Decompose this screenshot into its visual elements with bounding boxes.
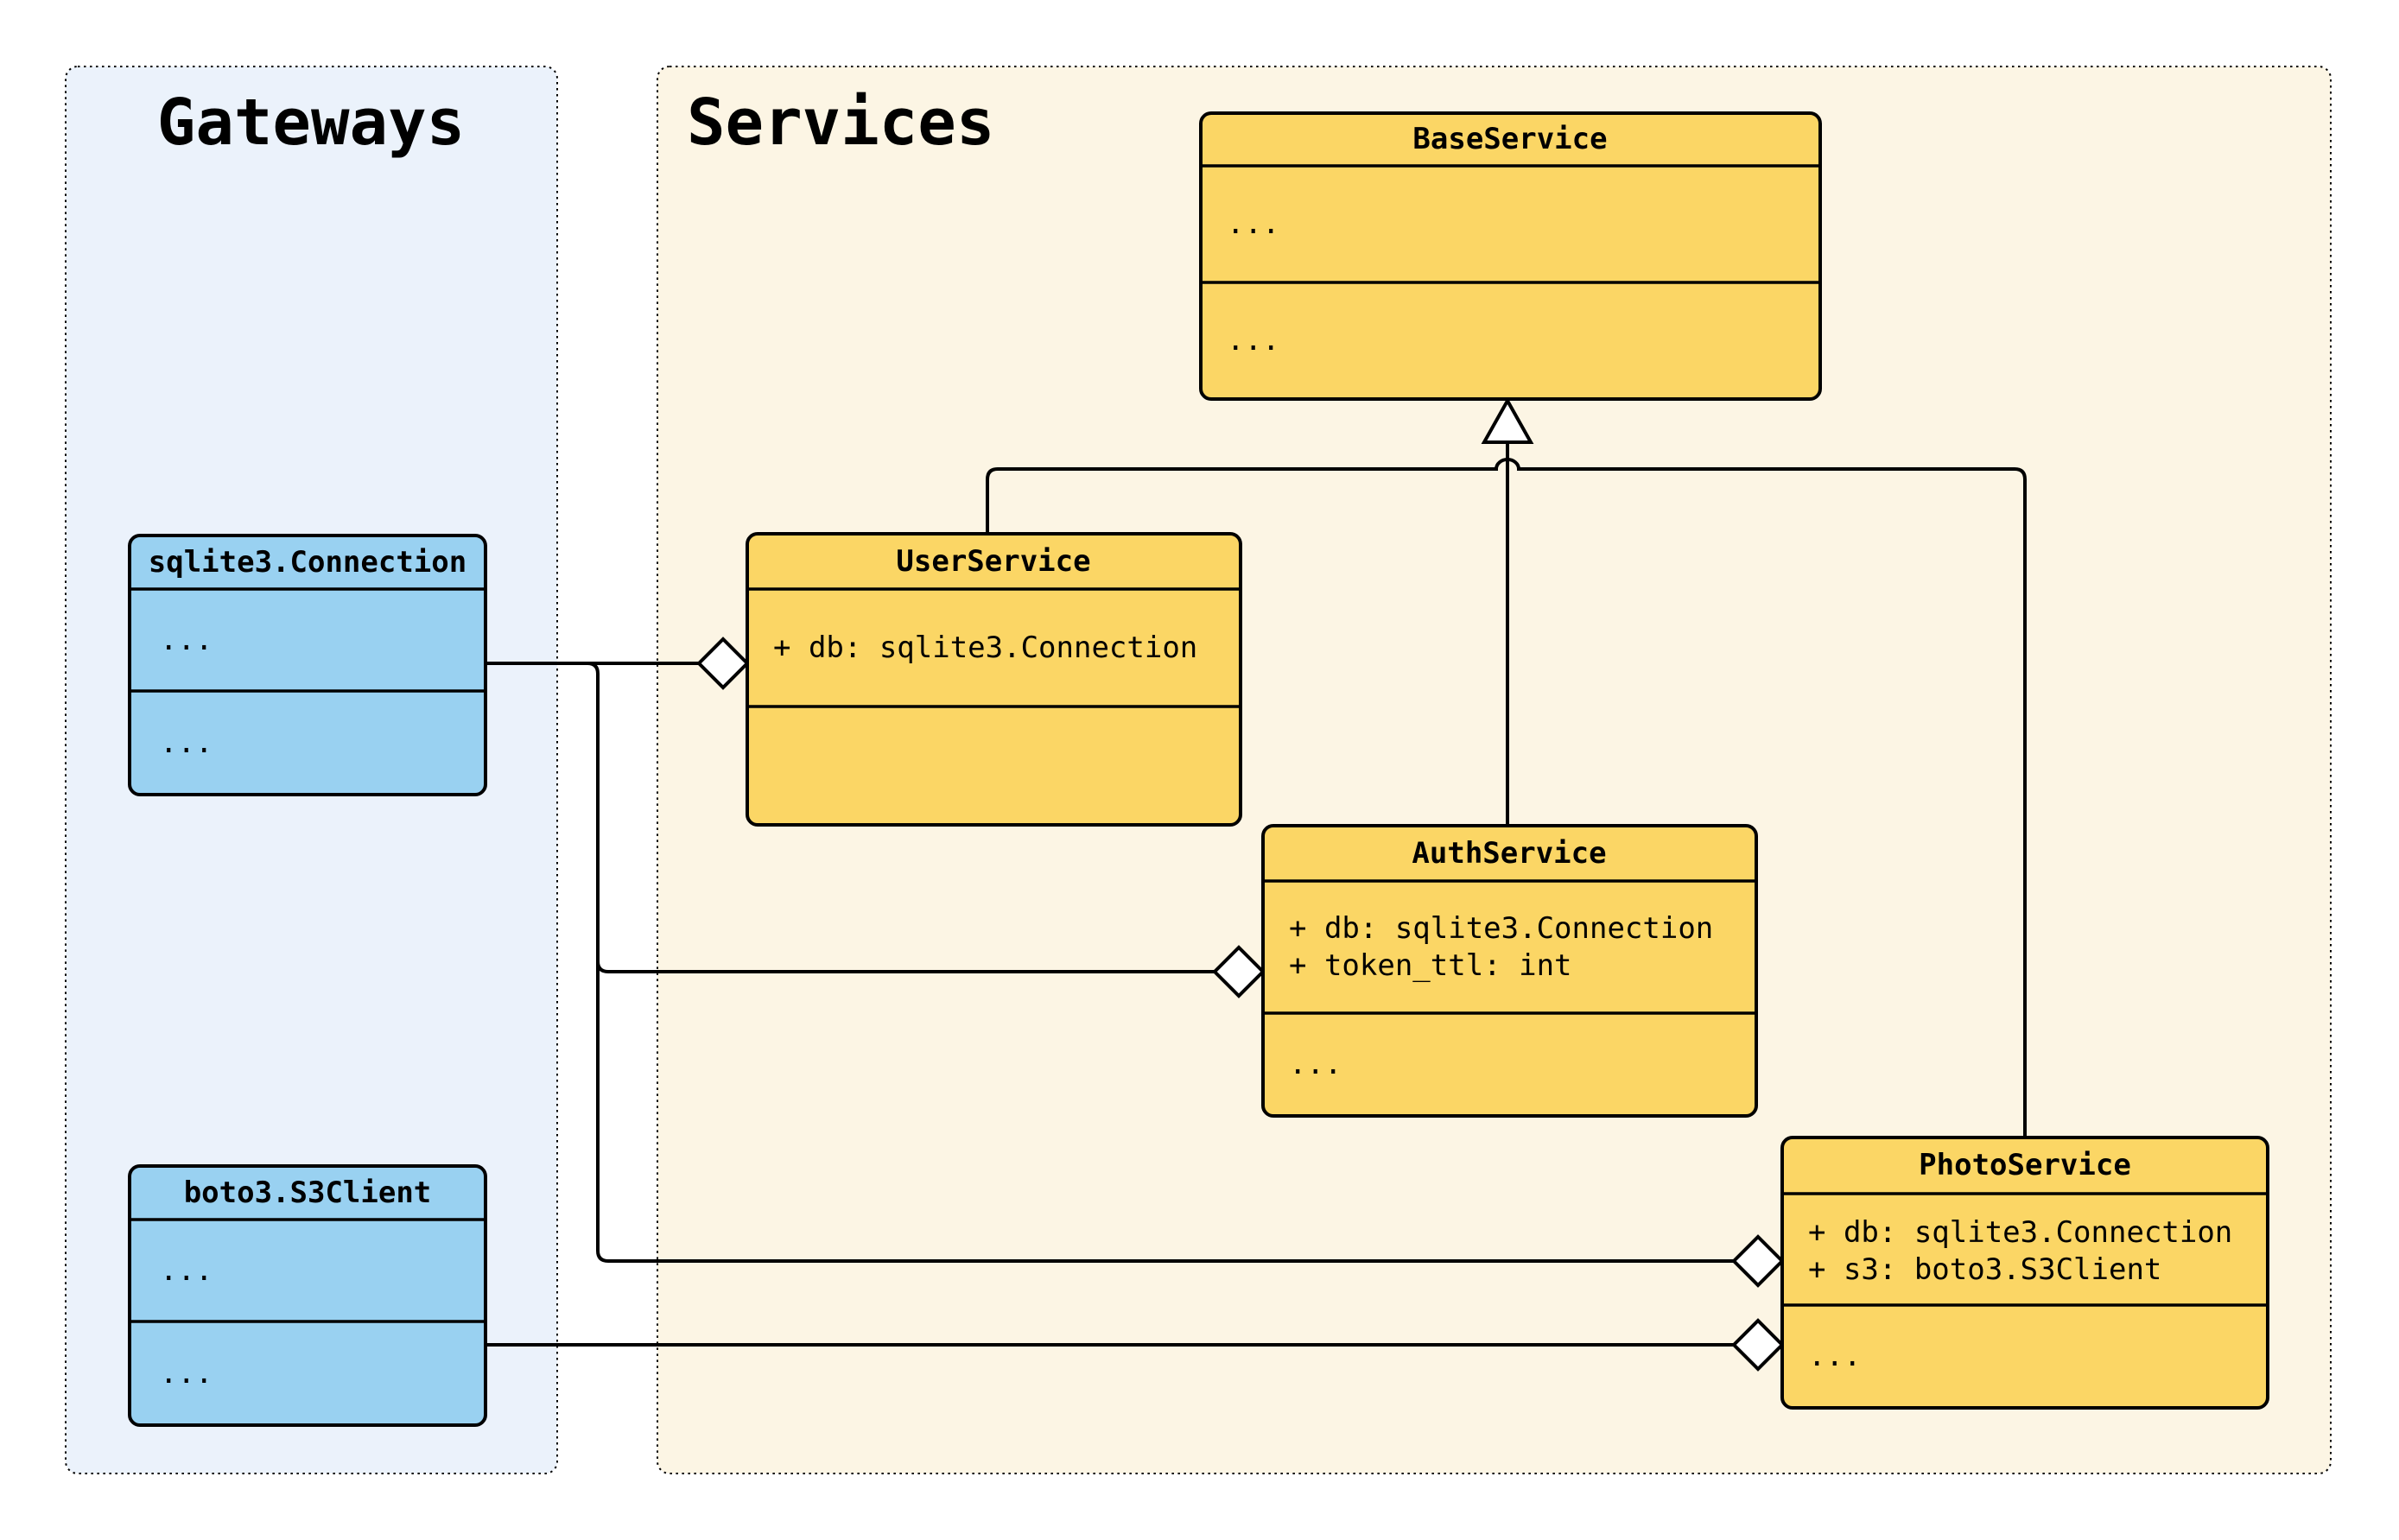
- class-sqlite3-connection-name: sqlite3.Connection: [149, 545, 466, 580]
- class-photoservice: PhotoService + db: sqlite3.Connection + …: [1780, 1136, 2269, 1410]
- class-photoservice-methods-ellipsis: ...: [1808, 1339, 1861, 1373]
- class-boto3-s3client: boto3.S3Client ... ...: [128, 1164, 487, 1427]
- class-authservice-attr-db: + db: sqlite3.Connection: [1289, 911, 1713, 946]
- class-authservice-name: AuthService: [1412, 836, 1606, 871]
- class-userservice-attr-db: + db: sqlite3.Connection: [773, 631, 1197, 665]
- class-userservice-box: [746, 532, 1242, 827]
- gateways-panel-title: Gateways: [157, 86, 465, 160]
- class-photoservice-attr-db: + db: sqlite3.Connection: [1808, 1215, 2232, 1250]
- class-sqlite3-connection-methods-ellipsis: ...: [160, 726, 213, 760]
- class-sqlite3-connection-box: [128, 534, 487, 796]
- class-baseservice-box: [1199, 111, 1822, 401]
- class-boto3-s3client-box: [128, 1164, 487, 1427]
- inheritance-triangle-icon: [1481, 396, 1534, 444]
- class-sqlite3-connection-attrs-ellipsis: ...: [160, 623, 213, 657]
- sqlite-branch-line: [587, 662, 1734, 1263]
- class-baseservice-methods-ellipsis: ...: [1227, 323, 1279, 358]
- sqlite-to-authservice-line: [596, 960, 1215, 973]
- class-userservice: UserService + db: sqlite3.Connection: [746, 532, 1242, 827]
- class-userservice-name: UserService: [896, 544, 1090, 579]
- class-authservice-methods-ellipsis: ...: [1289, 1047, 1342, 1081]
- class-sqlite3-connection: sqlite3.Connection ... ...: [128, 534, 487, 796]
- services-panel: Services: [657, 66, 2332, 1474]
- class-photoservice-attr-s3: + s3: boto3.S3Client: [1808, 1252, 2161, 1287]
- class-boto3-s3client-name: boto3.S3Client: [184, 1176, 432, 1210]
- class-boto3-s3client-methods-ellipsis: ...: [160, 1356, 213, 1391]
- class-baseservice-name: BaseService: [1412, 122, 1607, 156]
- services-panel-title: Services: [687, 86, 994, 160]
- class-baseservice: BaseService ... ...: [1199, 111, 1822, 401]
- services-panel-box: [657, 66, 2332, 1474]
- class-photoservice-box: [1780, 1136, 2269, 1410]
- class-authservice-box: [1261, 824, 1758, 1118]
- class-baseservice-attrs-ellipsis: ...: [1227, 206, 1279, 241]
- inheritance-connectors: [986, 396, 2027, 1138]
- class-photoservice-name: PhotoService: [1919, 1148, 2131, 1182]
- class-authservice-attr-token-ttl: + token_ttl: int: [1289, 948, 1572, 983]
- class-authservice: AuthService + db: sqlite3.Connection + t…: [1261, 824, 1758, 1118]
- class-boto3-s3client-attrs-ellipsis: ...: [160, 1253, 213, 1288]
